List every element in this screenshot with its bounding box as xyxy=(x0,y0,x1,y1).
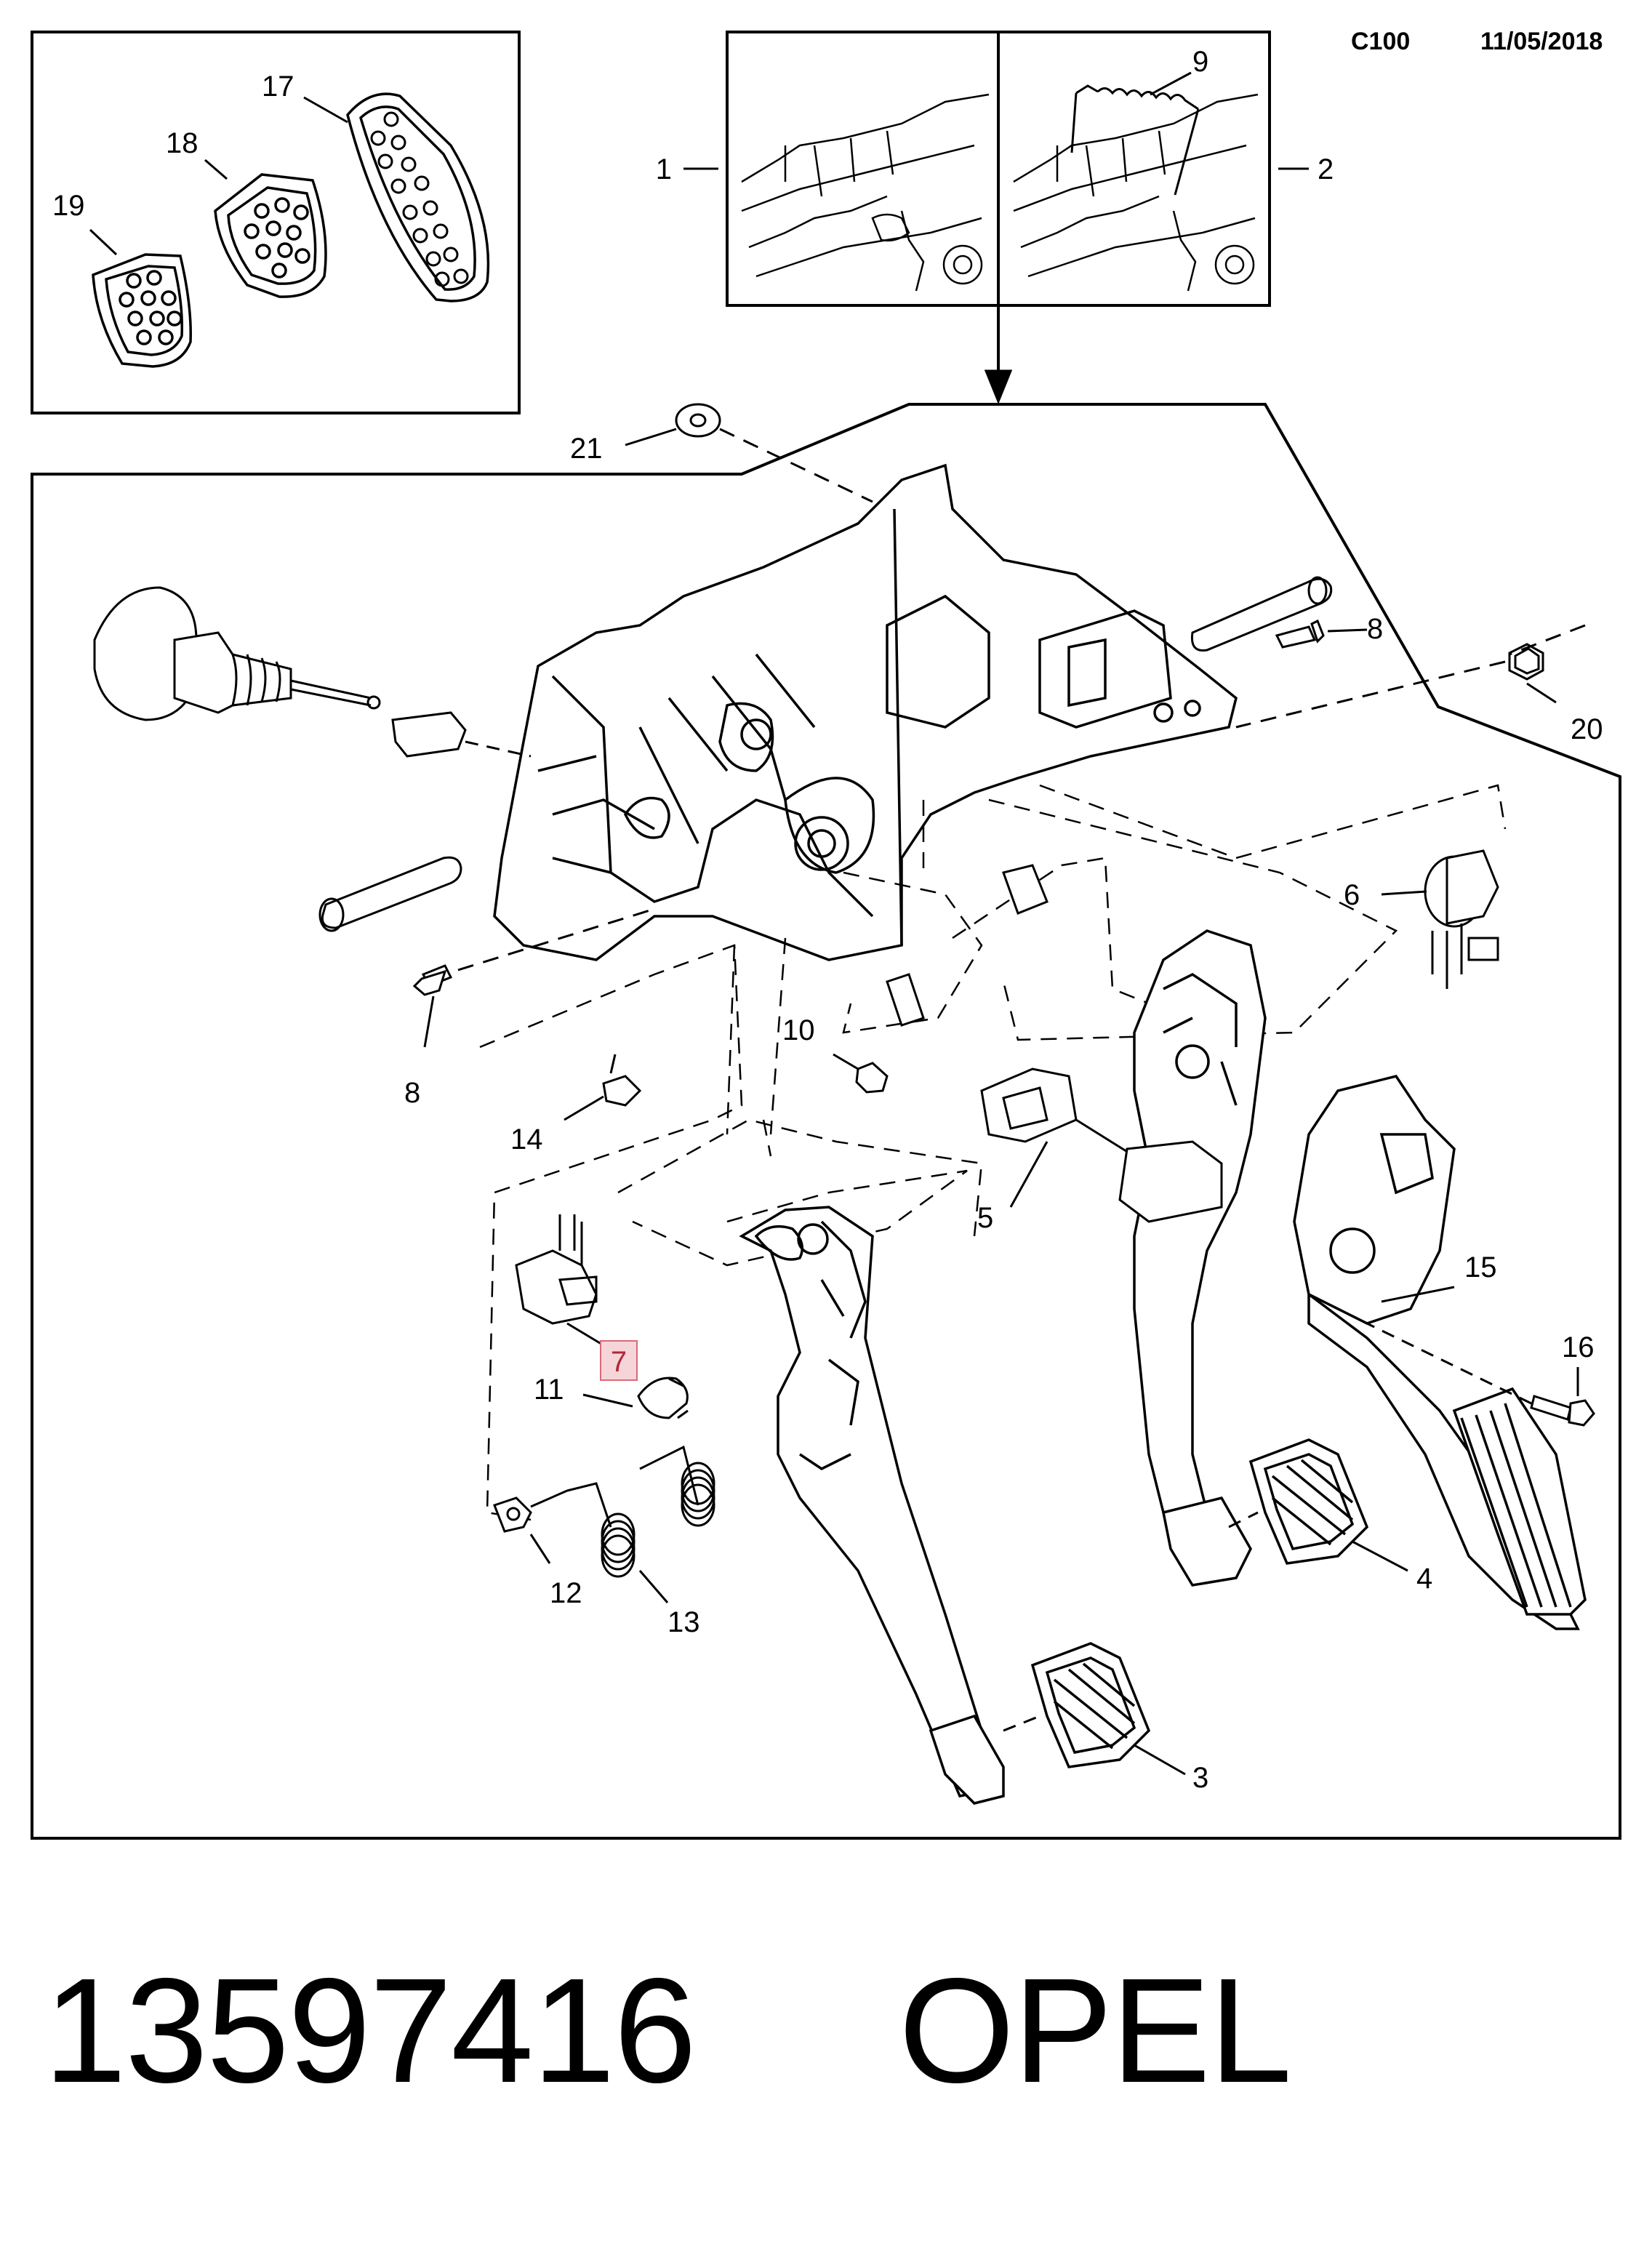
callout-14: 14 xyxy=(510,1123,543,1155)
clip-11 xyxy=(637,1377,689,1419)
bushing-12 xyxy=(493,1489,568,1533)
pivot-pin-lower xyxy=(318,856,462,932)
callout-15: 15 xyxy=(1464,1251,1497,1283)
clutch-pedal-3 xyxy=(739,1206,1005,1805)
callout-16: 16 xyxy=(1562,1331,1595,1363)
callout-17: 17 xyxy=(262,71,294,103)
pivot-pin-upper xyxy=(1190,576,1333,652)
detail-view-2-bracket xyxy=(1013,93,1259,292)
dashed-leaders xyxy=(479,784,1507,1521)
callout-8-lower: 8 xyxy=(404,1077,420,1109)
clutch-switch-7 xyxy=(515,1214,598,1325)
return-spring-9 xyxy=(1070,84,1200,196)
brake-pad-18 xyxy=(214,173,327,298)
brake-pedal-pad-4 xyxy=(1248,1438,1369,1565)
callout-6: 6 xyxy=(1344,879,1360,911)
part-number: 13597416 xyxy=(44,1947,697,2114)
callout-12: 12 xyxy=(550,1577,582,1609)
callout-3: 3 xyxy=(1192,1762,1208,1794)
callout-8-upper: 8 xyxy=(1367,613,1383,645)
stop-14 xyxy=(602,1054,642,1107)
bolt-8-upper xyxy=(1275,619,1325,649)
callout-7-highlight xyxy=(600,1340,638,1381)
torsion-springs-13 xyxy=(566,1445,715,1578)
accelerator-pad-17 xyxy=(346,92,490,302)
callout-4: 4 xyxy=(1416,1563,1432,1595)
detail-view-1-bracket xyxy=(741,93,990,292)
accelerator-pedal-module-15 xyxy=(1293,1075,1587,1630)
clutch-pedal-pad-3 xyxy=(1030,1642,1151,1768)
brake-switch-housing xyxy=(1118,1140,1223,1223)
callout-20: 20 xyxy=(1571,713,1603,745)
brake-pedal-4 xyxy=(1133,929,1267,1587)
accelerator-pad-holes xyxy=(370,111,469,287)
clip-10 xyxy=(855,1062,889,1094)
callout-13: 13 xyxy=(667,1606,700,1638)
diagram-date: 11/05/2018 xyxy=(1480,28,1603,55)
bolt-16 xyxy=(1530,1395,1595,1427)
clutch-master-cylinder xyxy=(93,586,467,758)
clip-upper-small xyxy=(886,864,1048,1027)
callout-1: 1 xyxy=(656,153,672,185)
bolt-20 xyxy=(1508,643,1544,681)
callout-21: 21 xyxy=(570,433,603,465)
callout-7: 7 xyxy=(611,1346,627,1378)
callout-9: 9 xyxy=(1192,46,1208,78)
pedal-sensor-6 xyxy=(1424,849,1499,989)
callout-19: 19 xyxy=(52,190,85,222)
callout-2: 2 xyxy=(1318,153,1334,185)
pedal-pads-inset-frame xyxy=(31,31,521,414)
pedal-bracket xyxy=(493,463,1238,961)
detail-arrow-head xyxy=(984,369,1013,404)
callout-10: 10 xyxy=(782,1014,815,1046)
callout-5: 5 xyxy=(977,1202,993,1234)
diagram-code: C100 xyxy=(1351,28,1411,55)
bolt-8-lower xyxy=(412,964,453,996)
clutch-pad-19 xyxy=(92,253,192,368)
callout-18: 18 xyxy=(166,127,199,159)
callout-11: 11 xyxy=(534,1374,564,1406)
washer-21 xyxy=(675,403,721,438)
switch-5 xyxy=(980,1067,1078,1143)
main-assembly-frame xyxy=(31,403,1621,1840)
brand-name: OPEL xyxy=(899,1947,1292,2114)
